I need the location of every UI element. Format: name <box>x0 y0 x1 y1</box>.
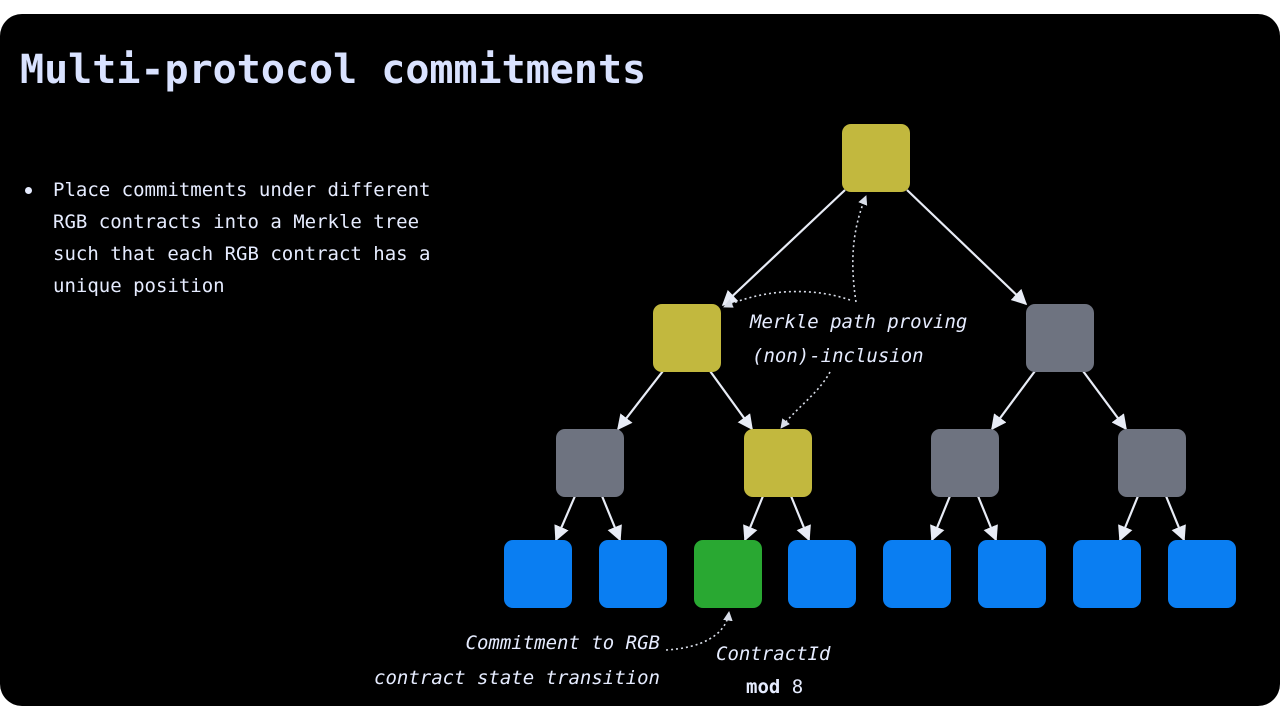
level2-node-1 <box>556 429 624 497</box>
edge-r1-left <box>991 370 1036 431</box>
leaf-node-1 <box>504 540 572 608</box>
edge-n2-leaf3 <box>743 495 765 542</box>
mod-label: mod 8 <box>746 676 803 698</box>
leaf-node-4 <box>788 540 856 608</box>
edge-n1-leaf1 <box>554 495 577 542</box>
leaf-node-5 <box>883 540 951 608</box>
edge-r1-right <box>1082 370 1127 431</box>
leaf-node-8 <box>1168 540 1236 608</box>
bullet-item: Place commitments under different RGB co… <box>22 174 453 302</box>
leaf-node-committed <box>694 540 762 608</box>
commitment-label-line2: contract state transition <box>374 667 660 689</box>
merkle-tree-diagram: Merkle path proving (non)-inclusion Comm… <box>374 124 1236 698</box>
mod-separator <box>780 676 791 698</box>
tree-nodes <box>504 124 1236 608</box>
edge-root-left <box>721 189 846 307</box>
annotation-arrows <box>665 195 868 651</box>
edge-l1-right <box>709 370 753 431</box>
level2-node-2 <box>744 429 812 497</box>
merkle-path-arrow-level1 <box>723 290 851 308</box>
level2-node-4 <box>1118 429 1186 497</box>
slide: Multi-protocol commitments Place commitm… <box>0 14 1280 706</box>
leaf-node-6 <box>978 540 1046 608</box>
edge-root-right <box>906 189 1028 306</box>
level1-left-node <box>653 304 721 372</box>
merkle-path-label-line2: (non)-inclusion <box>752 345 924 367</box>
level2-node-3 <box>931 429 999 497</box>
edge-l1-left <box>617 370 664 431</box>
edge-n3-leaf5 <box>930 495 952 542</box>
merkle-path-arrow-root <box>852 195 868 303</box>
edge-n4-leaf8 <box>1164 495 1186 542</box>
contract-id-label: ContractId <box>716 643 831 665</box>
edge-n2-leaf4 <box>789 495 811 542</box>
tree-edges <box>554 189 1186 542</box>
mod-keyword: mod <box>746 676 780 698</box>
mod-value: 8 <box>792 676 803 698</box>
diagram-annotations: Merkle path proving (non)-inclusion Comm… <box>374 311 967 698</box>
commitment-label-line1: Commitment to RGB <box>466 632 660 654</box>
leaf-node-7 <box>1073 540 1141 608</box>
root-node <box>842 124 910 192</box>
merkle-path-label-line1: Merkle path proving <box>749 311 967 333</box>
edge-n3-leaf6 <box>976 495 998 542</box>
leaf-node-2 <box>599 540 667 608</box>
edge-n1-leaf2 <box>600 495 622 542</box>
edge-n4-leaf7 <box>1118 495 1140 542</box>
bullet-text: Place commitments under different RGB co… <box>53 179 431 297</box>
slide-title: Multi-protocol commitments <box>20 47 647 93</box>
merkle-path-arrow-level2 <box>780 371 831 429</box>
bullet-list: Place commitments under different RGB co… <box>22 174 453 302</box>
level1-right-node <box>1026 304 1094 372</box>
bullet-dot-icon <box>25 187 32 194</box>
